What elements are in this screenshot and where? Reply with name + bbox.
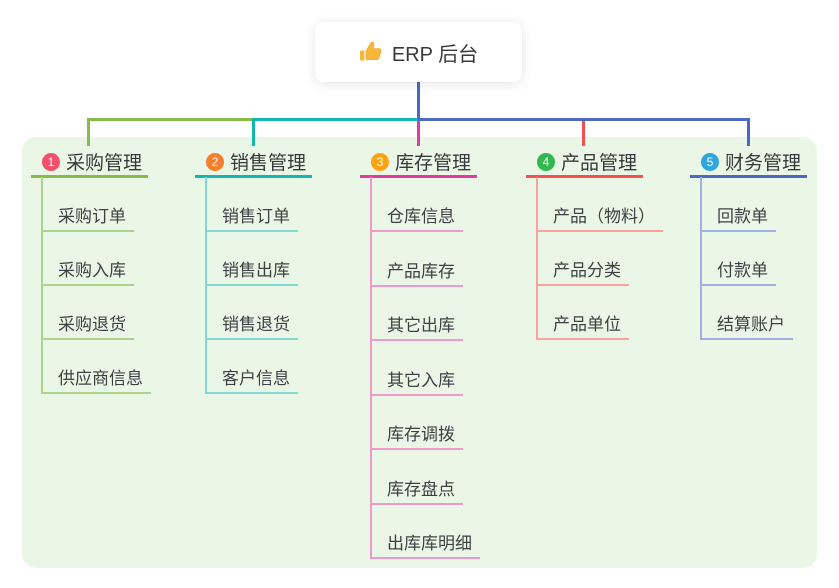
drop-line-product: [582, 121, 585, 146]
drop-line-sales: [252, 118, 255, 146]
root-label: ERP 后台: [391, 43, 479, 66]
branch-spine-finance: [700, 177, 702, 340]
root-connector-line: [417, 80, 420, 120]
branch-badge-3: 3: [371, 152, 389, 171]
branch-spine-inventory: [370, 177, 372, 558]
branch-badge-4: 4: [537, 152, 555, 171]
leaf-node[interactable]: 付款单: [700, 260, 776, 286]
branch-label-sales: 销售管理: [230, 153, 307, 174]
leaf-node[interactable]: 采购入库: [41, 260, 134, 286]
drop-line-finance: [747, 118, 750, 146]
root-node[interactable]: ERP 后台: [315, 22, 522, 82]
leaf-node[interactable]: 客户信息: [205, 368, 298, 394]
branch-header-sales[interactable]: 2 销售管理: [195, 148, 312, 178]
branch-label-finance: 财务管理: [725, 153, 802, 174]
leaf-node[interactable]: 出库库明细: [370, 533, 480, 559]
drop-line-inventory: [417, 121, 420, 146]
branch-label-product: 产品管理: [561, 153, 638, 174]
leaf-node[interactable]: 采购订单: [41, 206, 134, 232]
branch-spine-product: [536, 177, 538, 340]
connector-h-finance: [418, 118, 750, 121]
branch-header-finance[interactable]: 5 财务管理: [690, 148, 807, 178]
branch-badge-1: 1: [42, 152, 60, 171]
branch-label-inventory: 库存管理: [395, 153, 472, 174]
leaf-node[interactable]: 产品分类: [536, 260, 629, 286]
leaf-node[interactable]: 库存调拨: [370, 424, 463, 450]
branch-header-purchase[interactable]: 1 采购管理: [31, 148, 148, 178]
branch-badge-2: 2: [206, 152, 224, 171]
branch-header-inventory[interactable]: 3 库存管理: [360, 148, 477, 178]
leaf-node[interactable]: 其它出库: [370, 315, 463, 341]
branches-panel: [22, 137, 817, 568]
leaf-node[interactable]: 结算账户: [700, 314, 793, 340]
leaf-node[interactable]: 销售退货: [205, 314, 298, 340]
thumbs-up-icon: [359, 40, 383, 64]
branch-badge-5: 5: [701, 152, 719, 171]
drop-line-purchase: [87, 118, 90, 146]
leaf-node[interactable]: 回款单: [700, 206, 776, 232]
leaf-node[interactable]: 其它入库: [370, 370, 463, 396]
branch-header-product[interactable]: 4 产品管理: [526, 148, 643, 178]
leaf-node[interactable]: 供应商信息: [41, 368, 151, 394]
leaf-node[interactable]: 销售订单: [205, 206, 298, 232]
leaf-node[interactable]: 产品库存: [370, 261, 463, 287]
leaf-node[interactable]: 采购退货: [41, 314, 134, 340]
leaf-node[interactable]: 产品单位: [536, 314, 629, 340]
leaf-node[interactable]: 仓库信息: [370, 206, 463, 232]
leaf-node[interactable]: 产品（物料）: [536, 206, 663, 232]
connector-h-purchase: [87, 118, 253, 121]
leaf-node[interactable]: 销售出库: [205, 260, 298, 286]
leaf-node[interactable]: 库存盘点: [370, 479, 463, 505]
connector-h-sales: [253, 118, 418, 121]
branch-label-purchase: 采购管理: [66, 153, 143, 174]
